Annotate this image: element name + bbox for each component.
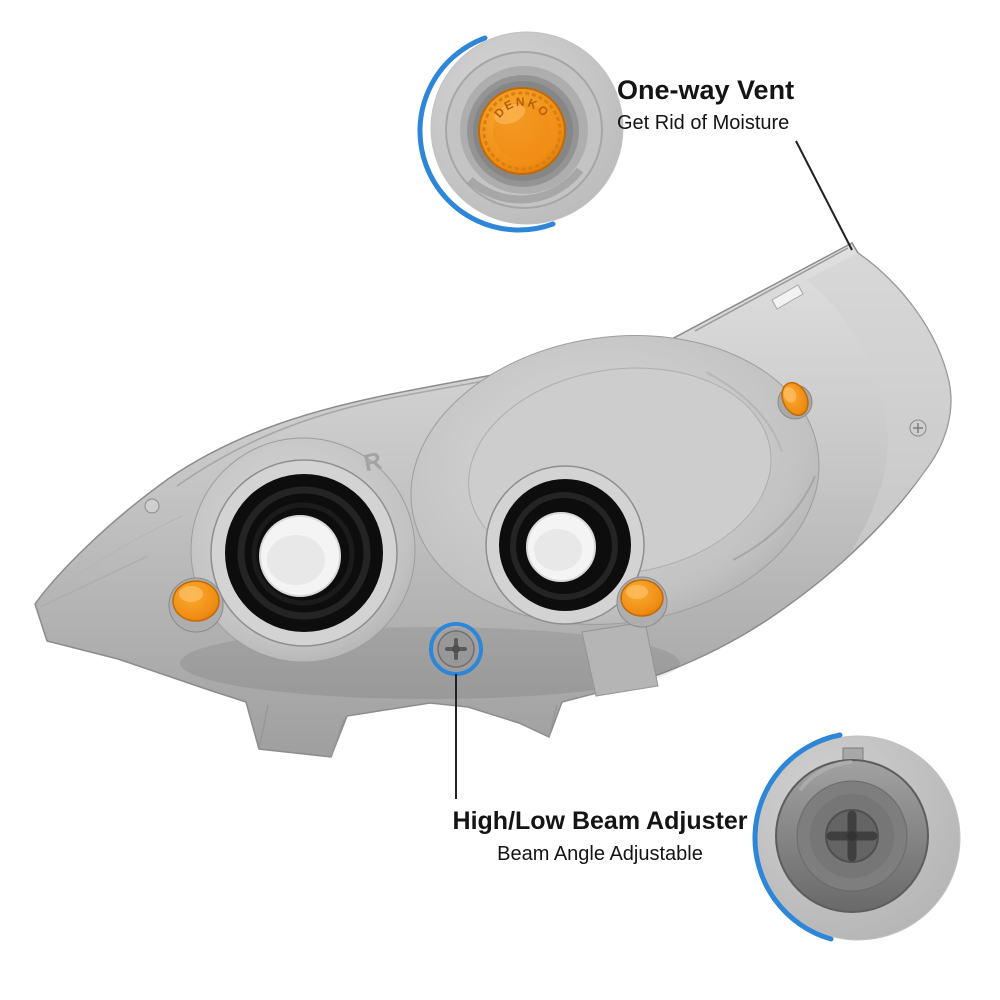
adjuster-callout-title: High/Low Beam Adjuster bbox=[452, 807, 748, 835]
housing-screws bbox=[144, 419, 927, 514]
vent-callout-subtitle: Get Rid of Moisture bbox=[617, 112, 790, 134]
left-projector-bore bbox=[210, 459, 398, 647]
fin-slot bbox=[771, 284, 804, 310]
adjuster-callout: High/Low Beam Adjuster Beam Angle Adjust… bbox=[430, 806, 770, 866]
adjuster-inset-blue-arc bbox=[752, 732, 843, 942]
bulb-cap-left bbox=[168, 577, 224, 633]
adjuster-callout-subtitle: Beam Angle Adjustable bbox=[497, 843, 703, 865]
vent-inset-cap: DENKO bbox=[478, 87, 566, 175]
beam-adjuster-screw bbox=[429, 622, 483, 676]
vent-callout-title: One-way Vent bbox=[617, 75, 795, 105]
right-projector-bore bbox=[485, 465, 645, 625]
bulb-cap-right bbox=[616, 576, 668, 628]
vent-inset: DENKO bbox=[417, 31, 624, 233]
vent-inset-blue-arc bbox=[417, 35, 556, 233]
vent-leader-line bbox=[795, 140, 853, 251]
leader-lines bbox=[455, 140, 853, 799]
one-way-vent-cap bbox=[777, 381, 813, 420]
adjuster-inset bbox=[752, 732, 961, 942]
housing-marking: R bbox=[361, 447, 384, 477]
adjuster-inset-screw bbox=[825, 809, 879, 863]
vent-callout: One-way Vent Get Rid of Moisture bbox=[617, 74, 794, 135]
mounting-brackets bbox=[258, 621, 659, 758]
